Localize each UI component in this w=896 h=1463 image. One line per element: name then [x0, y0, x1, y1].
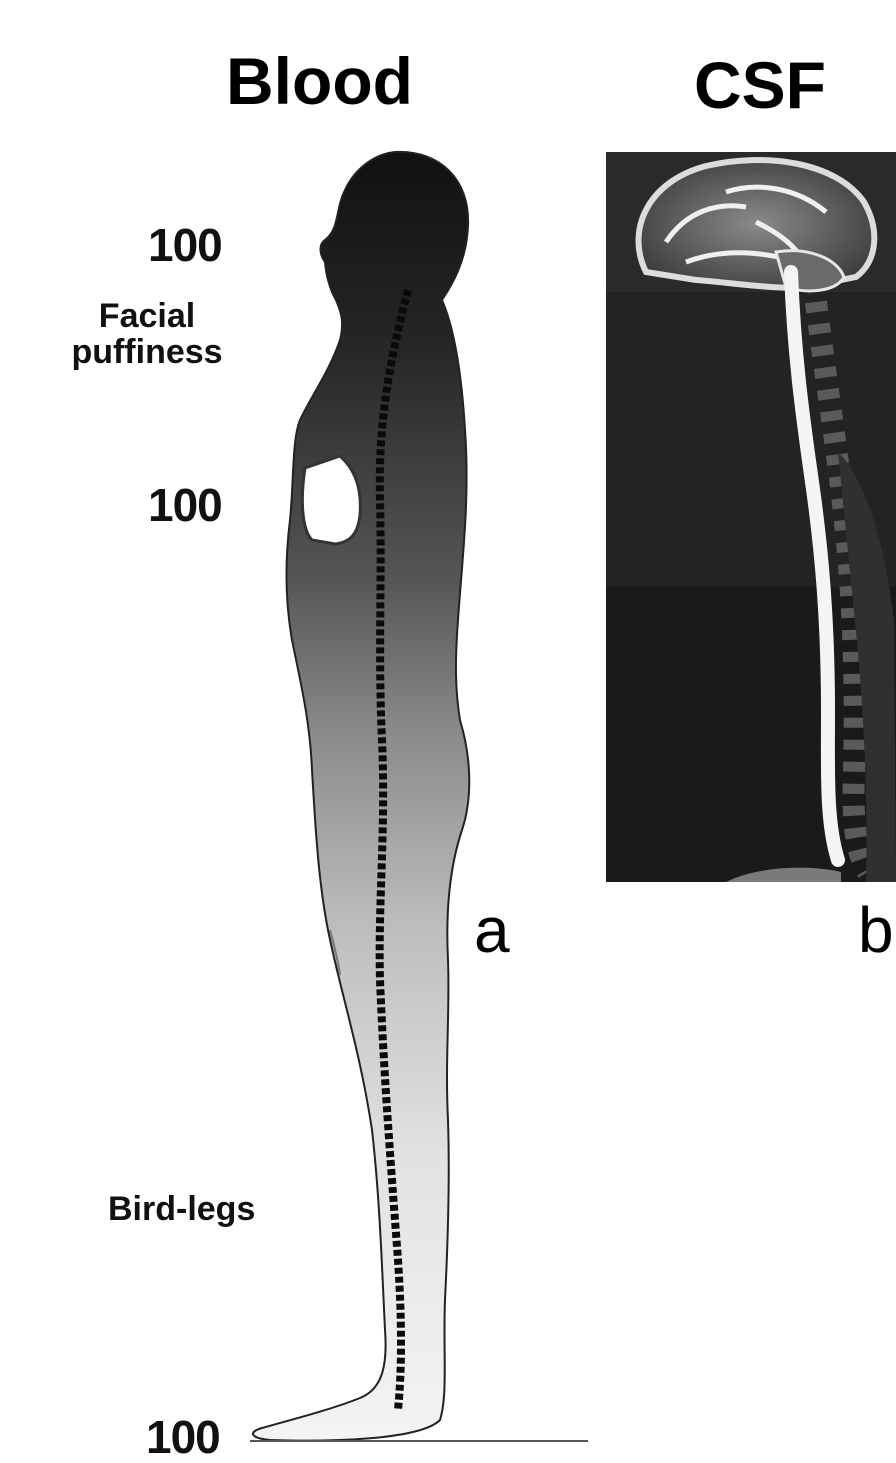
csf-title: CSF	[694, 52, 826, 118]
panel-label-a: a	[474, 898, 510, 962]
foot-value-label: 100	[146, 1414, 220, 1460]
panel-label-b: b	[858, 898, 894, 962]
facial-label-line2: puffiness	[71, 333, 222, 371]
chest-value-label: 100	[148, 482, 222, 528]
body-outline	[253, 152, 469, 1441]
head-value-label: 100	[148, 222, 222, 268]
bird-legs-label: Bird-legs	[108, 1192, 255, 1226]
csf-mri-image	[606, 152, 896, 882]
facial-label-line1: Facial	[99, 297, 195, 335]
facial-puffiness-label: Facial puffiness	[52, 298, 242, 370]
heart-shape	[302, 456, 360, 544]
blood-title: Blood	[226, 48, 413, 114]
body-silhouette-figure	[240, 140, 600, 1456]
